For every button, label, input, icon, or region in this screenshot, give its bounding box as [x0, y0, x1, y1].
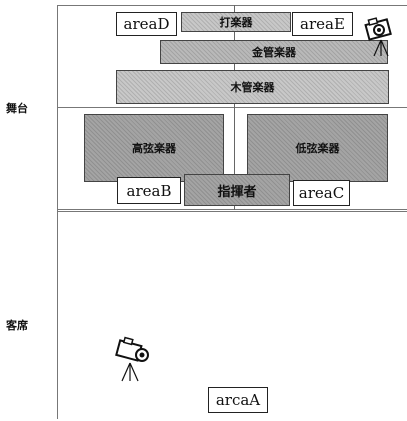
high-strings-block: 高弦楽器 — [84, 114, 224, 182]
conductor-block: 指揮者 — [184, 174, 290, 206]
low-strings-block: 低弦楽器 — [247, 114, 388, 182]
brass-block: 金管楽器 — [160, 40, 388, 64]
conductor-label: 指揮者 — [217, 184, 257, 200]
percussion-label: 打楽器 — [219, 16, 253, 29]
stage-divider — [57, 107, 407, 108]
woodwind-block: 木管楽器 — [116, 70, 389, 104]
stage-label: 舞台 — [6, 102, 28, 115]
area-a-box: arcaA — [208, 387, 268, 413]
brass-label: 金管楽器 — [252, 46, 296, 59]
camera-icon-audience — [115, 336, 149, 382]
percussion-block: 打楽器 — [181, 12, 291, 32]
high-strings-label: 高弦楽器 — [132, 142, 176, 155]
area-b-box: areaB — [117, 177, 181, 204]
center-line — [234, 5, 235, 210]
hall-frame — [57, 5, 407, 419]
camera-icon-stage — [364, 17, 392, 57]
area-c-box: areaC — [293, 180, 350, 206]
area-d-box: areaD — [116, 12, 177, 36]
area-e-box: areaE — [292, 12, 353, 36]
audience-label: 客席 — [6, 319, 28, 332]
low-strings-label: 低弦楽器 — [295, 142, 340, 155]
stage-audience-divider — [57, 209, 407, 212]
woodwind-label: 木管楽器 — [230, 81, 275, 94]
